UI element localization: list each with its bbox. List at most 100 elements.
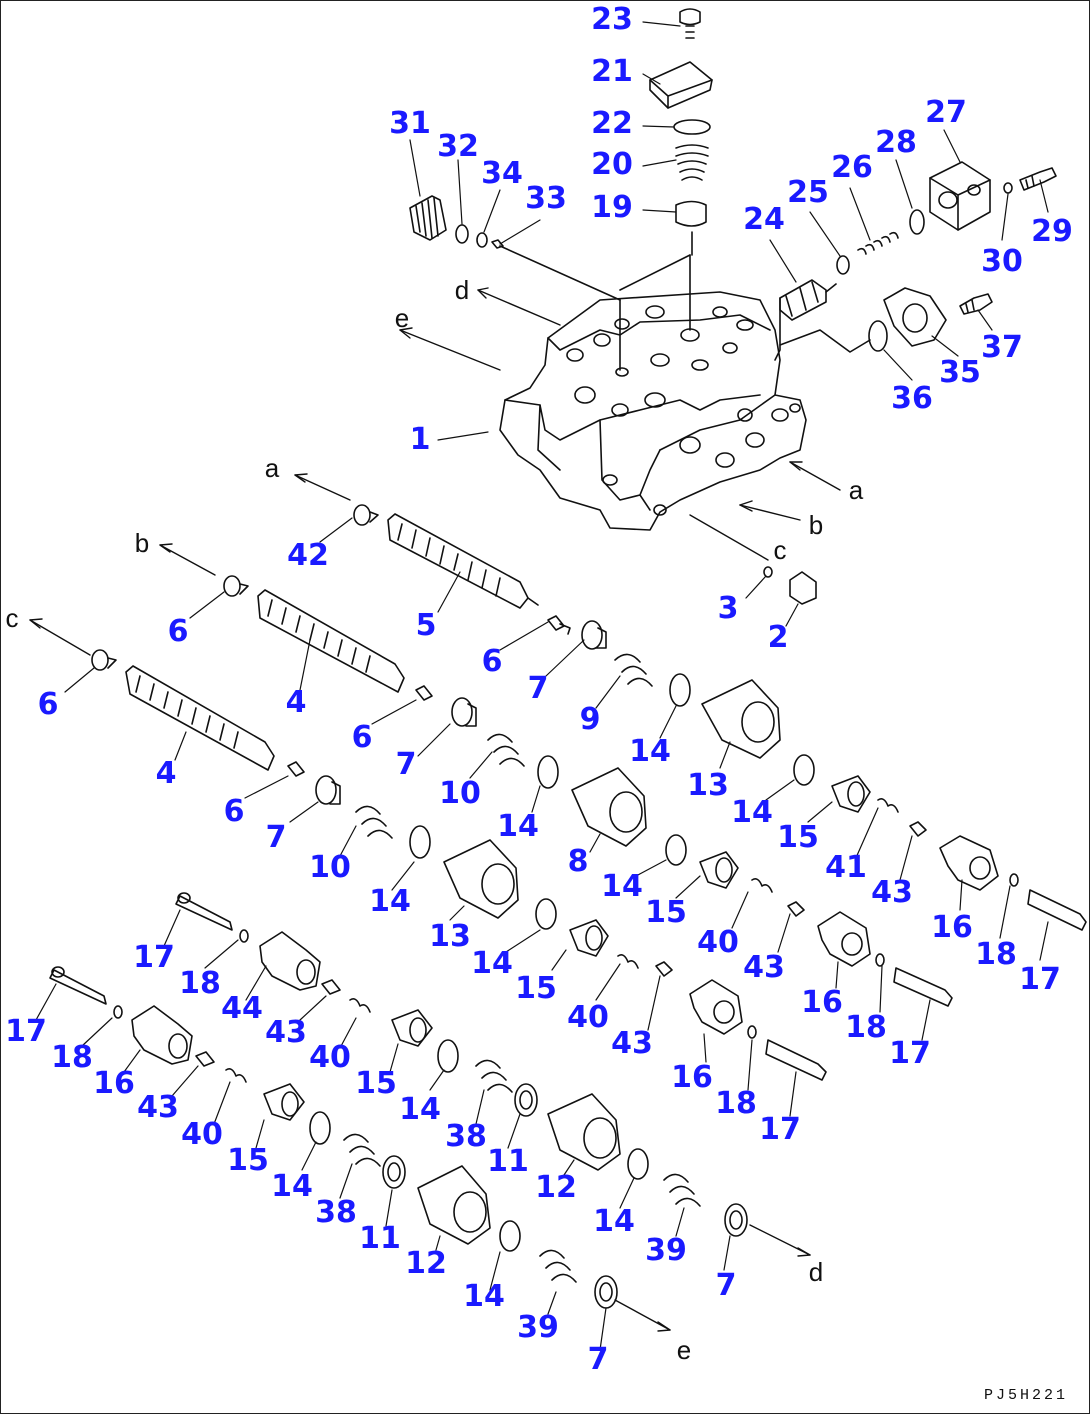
callout-14: 14 [369, 884, 411, 919]
callout-14: 14 [399, 1092, 441, 1127]
callout-17: 17 [889, 1036, 931, 1071]
callout-7: 7 [265, 820, 287, 855]
callout-5: 5 [415, 608, 437, 643]
callout-14: 14 [601, 869, 643, 904]
callout-18: 18 [845, 1010, 887, 1045]
callout-7: 7 [527, 671, 549, 706]
callout-10: 10 [439, 776, 481, 811]
lower-row-d [175, 892, 748, 1237]
callout-19: 19 [591, 190, 633, 225]
spool-row-c [91, 649, 827, 1081]
cover-parts-35-37 [779, 287, 993, 353]
callout-44: 44 [221, 991, 263, 1026]
callout-8: 8 [567, 844, 589, 879]
callout-4: 4 [285, 685, 307, 720]
callout-14: 14 [463, 1279, 505, 1314]
callout-28: 28 [875, 125, 917, 160]
callout-16: 16 [931, 910, 973, 945]
callout-21: 21 [591, 54, 633, 89]
callout-14: 14 [497, 809, 539, 844]
callout-6: 6 [167, 614, 189, 649]
callout-6: 6 [37, 687, 59, 722]
callout-43: 43 [137, 1090, 179, 1125]
leader-lines [35, 21, 1049, 1351]
lower-row-e [49, 966, 618, 1309]
spool-row-a [353, 504, 1087, 931]
callout-13: 13 [429, 919, 471, 954]
callout-39: 39 [517, 1310, 559, 1345]
callout-11: 11 [487, 1144, 529, 1179]
callout-43: 43 [611, 1026, 653, 1061]
callout-29: 29 [1031, 214, 1073, 249]
callout-7: 7 [395, 747, 417, 782]
callout-3: 3 [717, 591, 739, 626]
callout-10: 10 [309, 850, 351, 885]
callout-18: 18 [51, 1040, 93, 1075]
callout-40: 40 [309, 1040, 351, 1075]
callout-33: 33 [525, 181, 567, 216]
connection-letter-e: e [676, 1335, 692, 1365]
left-top-parts [409, 195, 621, 301]
callout-43: 43 [743, 950, 785, 985]
callout-2: 2 [767, 620, 789, 655]
callout-36: 36 [891, 381, 933, 416]
connection-letter-d: d [808, 1257, 824, 1287]
callout-14: 14 [629, 734, 671, 769]
connection-letter-c: c [5, 603, 19, 633]
callout-43: 43 [265, 1015, 307, 1050]
callout-38: 38 [315, 1195, 357, 1230]
callout-32: 32 [437, 129, 479, 164]
callout-6: 6 [481, 644, 503, 679]
callout-24: 24 [743, 202, 785, 237]
connection-letter-c: c [773, 535, 787, 565]
callout-40: 40 [697, 925, 739, 960]
callout-41: 41 [825, 850, 867, 885]
callout-12: 12 [405, 1246, 447, 1281]
callout-14: 14 [471, 946, 513, 981]
callout-9: 9 [579, 702, 601, 737]
callout-18: 18 [715, 1086, 757, 1121]
callout-18: 18 [179, 966, 221, 1001]
callout-17: 17 [759, 1112, 801, 1147]
callout-16: 16 [801, 985, 843, 1020]
callout-22: 22 [591, 106, 633, 141]
callout-30: 30 [981, 244, 1023, 279]
callout-25: 25 [787, 175, 829, 210]
connection-letter-b: b [134, 528, 150, 558]
callout-35: 35 [939, 355, 981, 390]
callout-15: 15 [515, 971, 557, 1006]
callout-17: 17 [133, 940, 175, 975]
callout-43: 43 [871, 875, 913, 910]
figure-code: PJ5H221 [983, 1387, 1068, 1404]
callout-17: 17 [5, 1014, 47, 1049]
connection-letter-a: a [848, 475, 864, 505]
callout-6: 6 [223, 794, 245, 829]
callout-17: 17 [1019, 962, 1061, 997]
callout-38: 38 [445, 1119, 487, 1154]
valve-body [499, 254, 807, 531]
callout-23: 23 [591, 2, 633, 37]
connection-letter-e: e [394, 303, 410, 333]
spool-row-b [223, 575, 953, 1007]
callout-1: 1 [409, 422, 431, 457]
callout-11: 11 [359, 1221, 401, 1256]
callout-34: 34 [481, 156, 523, 191]
callout-40: 40 [567, 1000, 609, 1035]
callout-15: 15 [645, 895, 687, 930]
callout-20: 20 [591, 147, 633, 182]
connection-letter-a: a [264, 453, 280, 483]
callout-6: 6 [351, 720, 373, 755]
right-top-parts [774, 161, 1057, 361]
callout-4: 4 [155, 756, 177, 791]
callout-42: 42 [287, 538, 329, 573]
callout-16: 16 [93, 1066, 135, 1101]
callout-7: 7 [715, 1268, 737, 1303]
callout-15: 15 [227, 1143, 269, 1178]
callout-7: 7 [587, 1342, 609, 1377]
connection-letter-b: b [808, 510, 824, 540]
callout-13: 13 [687, 768, 729, 803]
callout-26: 26 [831, 150, 873, 185]
callout-16: 16 [671, 1060, 713, 1095]
callout-37: 37 [981, 330, 1023, 365]
